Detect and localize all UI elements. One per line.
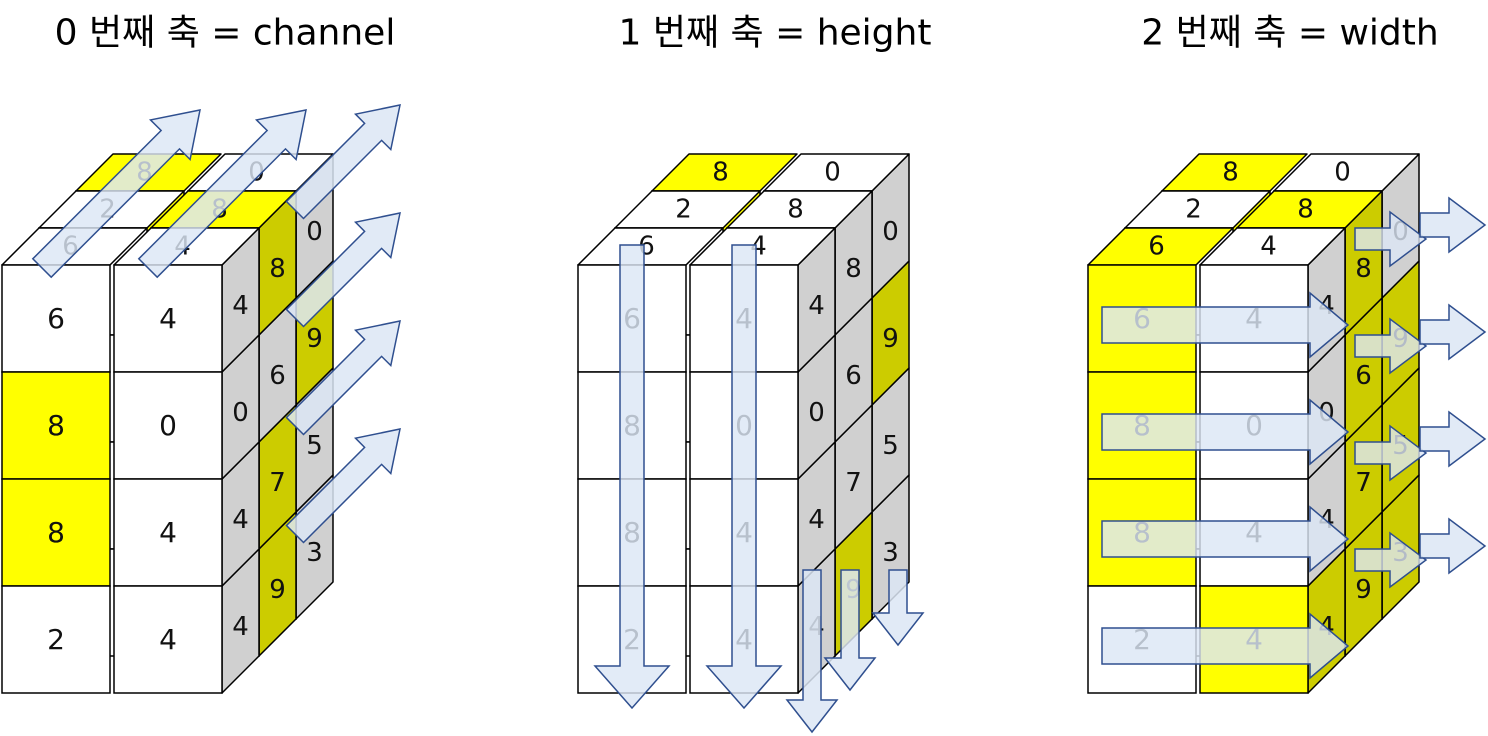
axis-arrow <box>1101 505 1350 573</box>
cube-front-face <box>113 371 223 480</box>
axis-arrows <box>1101 196 1487 680</box>
cell-value: 8 <box>47 516 65 549</box>
cell-value: 8 <box>269 254 286 284</box>
cell-value: 0 <box>824 158 841 188</box>
axis-arrow <box>1101 291 1350 359</box>
axis-arrow <box>31 109 201 279</box>
cell-value: 4 <box>232 291 249 321</box>
axis-arrow <box>785 569 839 734</box>
cell-value: 8 <box>47 409 65 442</box>
panel-title: 1 번째 축 = height <box>619 13 932 54</box>
cell-value: 8 <box>712 158 729 188</box>
cell-value: 6 <box>47 302 65 335</box>
cell-value: 4 <box>808 291 825 321</box>
cube-front-face <box>113 478 223 587</box>
axis-arrow <box>593 244 671 710</box>
axis-arrow <box>871 569 925 647</box>
cell-value: 8 <box>787 195 804 225</box>
axis-arrow <box>285 104 401 220</box>
panel-title: 0 번째 축 = channel <box>55 13 396 54</box>
cell-value: 6 <box>1355 361 1372 391</box>
axis-arrow <box>1419 410 1487 468</box>
axis-arrows <box>593 244 925 734</box>
cell-value: 2 <box>47 623 65 656</box>
cell-value: 5 <box>306 431 323 461</box>
axis-arrow <box>1101 612 1350 680</box>
axis-arrow <box>705 244 783 710</box>
cube-front-face <box>1 264 111 373</box>
cell-value: 6 <box>1148 232 1165 262</box>
panel-width-axis: 2 번째 축 = width80095328867964808424644044 <box>1087 13 1487 694</box>
cell-value: 4 <box>232 612 249 642</box>
cell-value: 0 <box>232 398 249 428</box>
cube-front-face <box>1 371 111 480</box>
cell-value: 6 <box>845 361 862 391</box>
cell-value: 6 <box>269 361 286 391</box>
cell-value: 4 <box>159 516 177 549</box>
axis-arrow <box>1354 210 1428 268</box>
cell-value: 5 <box>882 431 899 461</box>
axis-arrow <box>1354 531 1428 589</box>
cell-value: 7 <box>1355 468 1372 498</box>
axis-arrow <box>1354 424 1428 482</box>
cell-value: 0 <box>1334 158 1351 188</box>
cell-value: 8 <box>1222 158 1239 188</box>
axis-arrow <box>1419 517 1487 575</box>
layer-block-0 <box>577 227 836 694</box>
layer-block-0 <box>1 227 260 694</box>
axis-arrow <box>137 109 307 279</box>
cell-value: 7 <box>845 468 862 498</box>
panel-channel-axis: 0 번째 축 = channel800953288679648084246440… <box>1 13 401 694</box>
cell-value: 8 <box>845 254 862 284</box>
cell-value: 9 <box>269 575 286 605</box>
cell-value: 7 <box>269 468 286 498</box>
cell-value: 4 <box>159 623 177 656</box>
axis-arrow <box>1419 196 1487 254</box>
axis-arrow <box>285 320 401 436</box>
cell-value: 0 <box>159 409 177 442</box>
layer-labels-1: 2 8 8 6 7 9 <box>1185 195 1372 606</box>
cell-value: 0 <box>808 398 825 428</box>
axis-arrow <box>285 212 401 328</box>
cell-value: 9 <box>882 324 899 354</box>
cell-value: 9 <box>306 324 323 354</box>
cell-value: 2 <box>675 195 692 225</box>
cell-value: 2 <box>1185 195 1202 225</box>
cell-value: 0 <box>882 217 899 247</box>
cell-value: 9 <box>1355 575 1372 605</box>
axis-arrow <box>1101 398 1350 466</box>
cube-front-face <box>1 478 111 587</box>
panel-title: 2 번째 축 = width <box>1141 13 1438 54</box>
cell-value: 0 <box>306 217 323 247</box>
cell-value: 3 <box>882 538 899 568</box>
cell-value: 4 <box>808 505 825 535</box>
cell-value: 8 <box>1355 254 1372 284</box>
axis-arrow <box>823 569 877 692</box>
layer-block-0 <box>1087 227 1346 694</box>
cell-value: 4 <box>232 505 249 535</box>
panel-height-axis: 1 번째 축 = height8009532886796480842464404… <box>577 13 932 734</box>
axis-arrow <box>285 428 401 544</box>
axis-arrow <box>1354 317 1428 375</box>
cell-value: 8 <box>1297 195 1314 225</box>
cell-value: 4 <box>159 302 177 335</box>
cube-front-face <box>1 585 111 694</box>
axis-arrow <box>1419 303 1487 361</box>
cell-value: 3 <box>306 538 323 568</box>
cube-front-face <box>113 264 223 373</box>
axis-arrows <box>31 104 401 544</box>
cube-front-face <box>113 585 223 694</box>
cell-value: 4 <box>1260 232 1277 262</box>
